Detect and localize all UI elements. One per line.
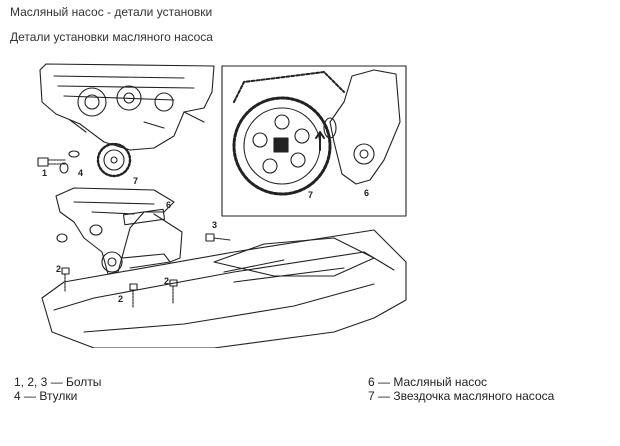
callout-4: 4 xyxy=(78,168,83,178)
detail-inset-drawing xyxy=(221,65,407,217)
callout-7-detail: 7 xyxy=(308,190,313,200)
pump-drive-shaft xyxy=(315,69,401,185)
legend-item: 4 — Втулки xyxy=(14,389,78,403)
bolts-2-3-drawing xyxy=(61,233,231,309)
large-sprocket xyxy=(232,96,332,196)
legend-left: 1, 2, 3 — Болты 4 — Втулки xyxy=(14,375,101,403)
sleeve-4-drawing xyxy=(59,150,80,174)
callout-3: 3 xyxy=(212,220,217,230)
pump-sprocket-small xyxy=(96,142,132,178)
callout-7-main: 7 xyxy=(133,176,138,186)
callout-1: 1 xyxy=(42,168,47,178)
callout-6-detail: 6 xyxy=(364,188,369,198)
oil-pan-drawing xyxy=(41,229,407,348)
legend-right: 6 — Масляный насос 7 — Звездочка масляно… xyxy=(368,375,554,403)
figure-subtitle: Детали установки масляного насоса xyxy=(10,30,213,44)
engine-block-drawing xyxy=(39,63,215,151)
callout-2-right: 2 xyxy=(164,276,169,286)
legend-item: 1, 2, 3 — Болты xyxy=(14,375,102,389)
bolt-1-drawing xyxy=(37,157,67,167)
callout-2-left: 2 xyxy=(56,264,61,274)
oil-pump-drawing xyxy=(55,187,183,275)
legend-item: 7 — Звездочка масляного насоса xyxy=(368,389,555,403)
legend-item: 6 — Масляный насос xyxy=(368,375,488,389)
oil-pump-installation-drawing: 1 4 7 6 3 2 2 2 7 6 xyxy=(37,63,407,348)
page-title: Масляный насос - детали установки xyxy=(10,5,213,19)
callout-6-main: 6 xyxy=(166,200,171,210)
callout-2-center: 2 xyxy=(118,294,123,304)
